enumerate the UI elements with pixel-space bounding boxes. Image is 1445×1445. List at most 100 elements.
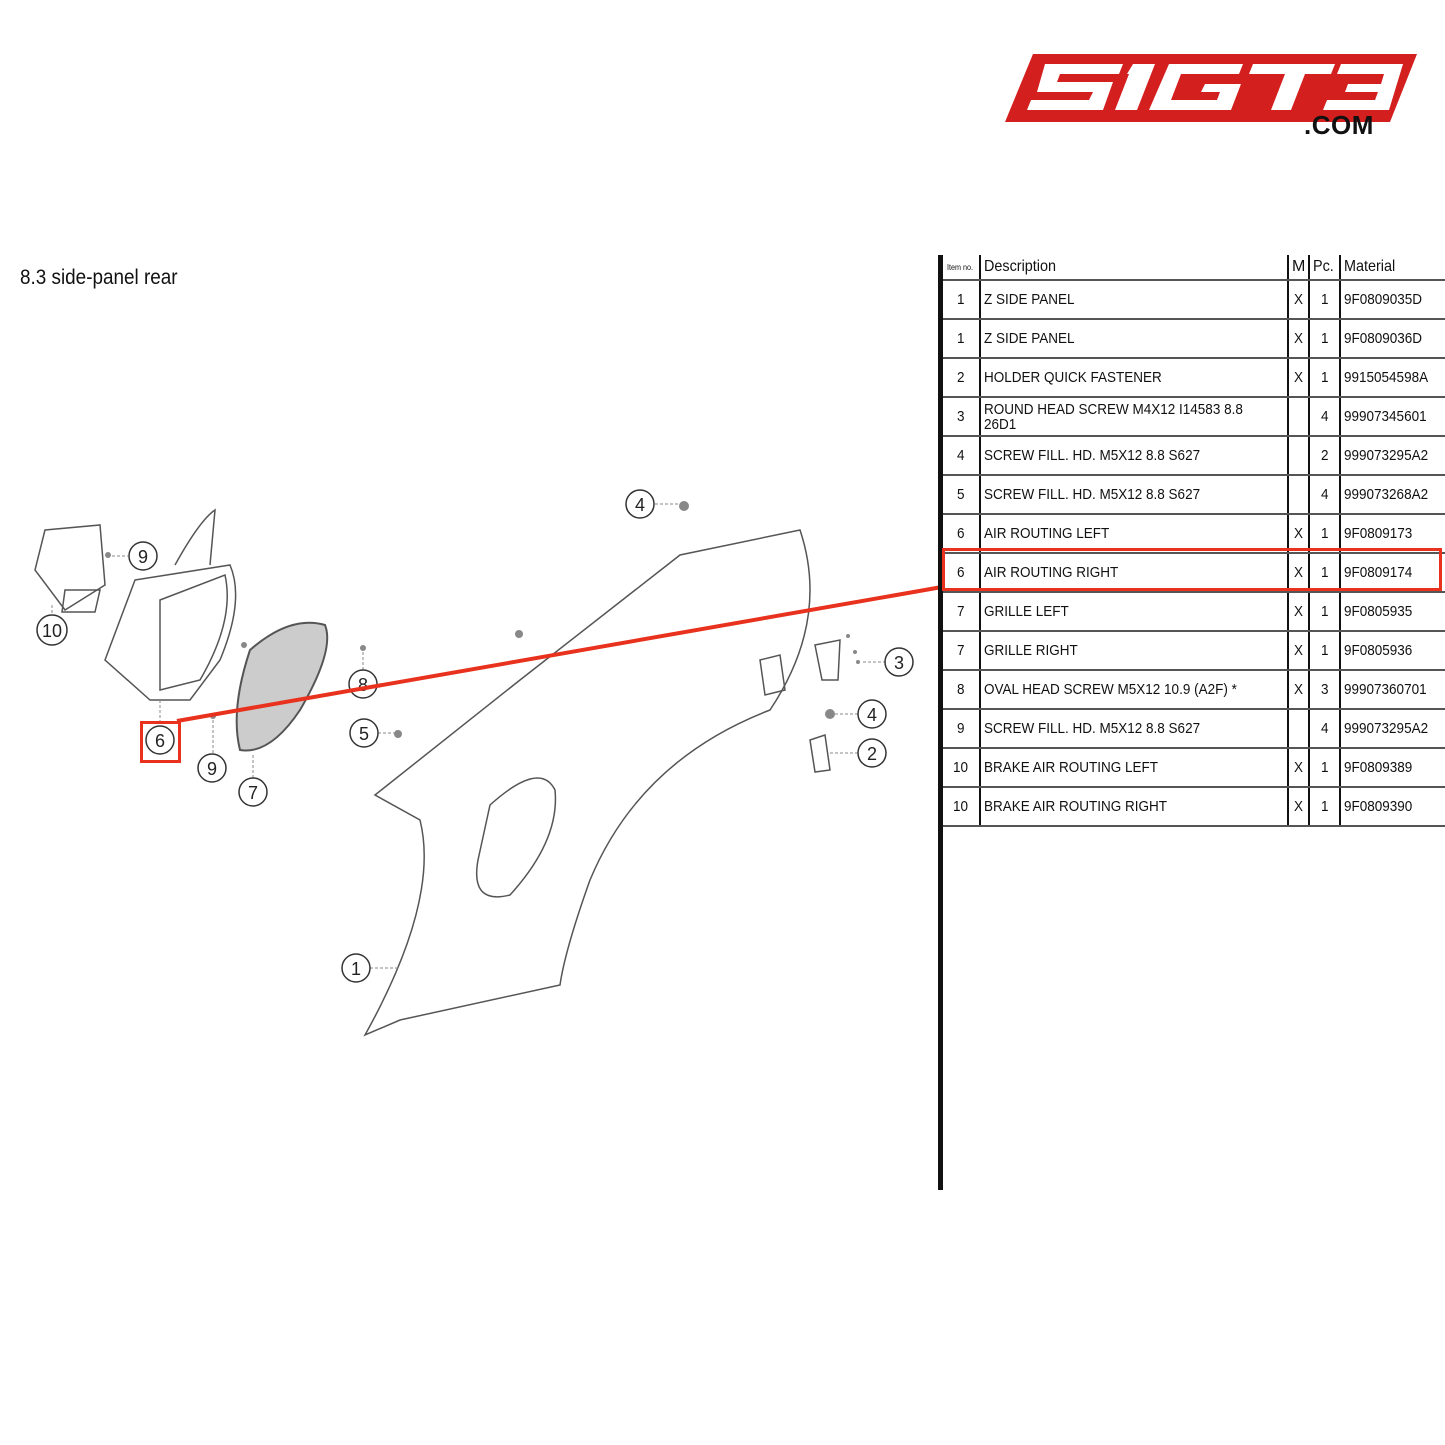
svg-text:3: 3	[894, 653, 904, 673]
svg-text:4: 4	[635, 495, 645, 515]
air-routing-duct	[104, 564, 237, 701]
cell-item: 4	[943, 436, 981, 476]
cell-m: X	[1288, 670, 1311, 710]
cell-description: OVAL HEAD SCREW M5X12 10.9 (A2F) *	[980, 670, 1289, 710]
cell-material: 999073268A2	[1340, 475, 1445, 515]
side-panel-outline	[363, 529, 811, 1037]
header-description: Description	[980, 255, 1289, 281]
cell-material: 9F0805936	[1340, 631, 1445, 671]
cell-description: GRILLE LEFT	[980, 592, 1289, 632]
svg-text:8: 8	[358, 675, 368, 695]
header-pc: Pc.	[1309, 255, 1342, 281]
cell-m: X	[1288, 631, 1311, 671]
cell-description: Z SIDE PANEL	[980, 280, 1289, 320]
cell-material: 9F0809036D	[1340, 319, 1445, 359]
cell-item: 10	[943, 787, 981, 827]
cell-item: 1	[943, 319, 981, 359]
svg-text:9: 9	[138, 547, 148, 567]
callout-4-right: 4	[857, 699, 887, 729]
svg-text:4: 4	[867, 705, 877, 725]
cell-description: AIR ROUTING LEFT	[980, 514, 1289, 554]
cell-m: X	[1288, 592, 1311, 632]
cell-pc: 1	[1309, 787, 1342, 827]
cell-material: 99907345601	[1340, 397, 1445, 437]
cell-item: 6	[943, 514, 981, 554]
cell-material: 9915054598A	[1340, 358, 1445, 398]
callout-7: 7	[238, 777, 268, 807]
cell-item: 6	[943, 553, 981, 593]
cell-item: 10	[943, 748, 981, 788]
cell-material: 999073295A2	[1340, 436, 1445, 476]
callout-5: 5	[349, 718, 379, 748]
side-panel-intake	[476, 777, 557, 898]
cell-m	[1288, 436, 1311, 476]
cell-description: HOLDER QUICK FASTENER	[980, 358, 1289, 398]
cell-material: 9F0809389	[1340, 748, 1445, 788]
cell-pc: 1	[1309, 514, 1342, 554]
cell-description: BRAKE AIR ROUTING LEFT	[980, 748, 1289, 788]
cell-m: X	[1288, 787, 1311, 827]
logo-com-text: .COM	[1304, 110, 1374, 140]
cell-pc: 1	[1309, 319, 1342, 359]
cell-material: 99907360701	[1340, 670, 1445, 710]
cell-pc: 1	[1309, 748, 1342, 788]
cell-material: 9F0809174	[1340, 553, 1445, 593]
cell-item: 5	[943, 475, 981, 515]
cell-description: Z SIDE PANEL	[980, 319, 1289, 359]
air-routing-fin	[174, 508, 216, 566]
callout-3: 3	[884, 647, 914, 677]
header-item-no: Item no.	[943, 255, 981, 281]
cell-description: BRAKE AIR ROUTING RIGHT	[980, 787, 1289, 827]
cell-description: SCREW FILL. HD. M5X12 8.8 S627	[980, 709, 1289, 749]
callout-4-top: 4	[625, 489, 655, 519]
air-routing-inner	[159, 573, 228, 691]
cell-m: X	[1288, 280, 1311, 320]
cell-m: X	[1288, 553, 1311, 593]
brake-air-hose-mouth	[61, 589, 101, 613]
screw-bracket	[814, 639, 841, 681]
section-title: 8.3 side-panel rear	[20, 266, 178, 289]
cell-m: X	[1288, 319, 1311, 359]
cell-m	[1288, 709, 1311, 749]
cell-material: 9F0809390	[1340, 787, 1445, 827]
cell-item: 7	[943, 592, 981, 632]
cell-pc: 1	[1309, 280, 1342, 320]
cell-material: 9F0809173	[1340, 514, 1445, 554]
brake-air-hose	[34, 524, 106, 612]
svg-text:1: 1	[351, 959, 361, 979]
svg-text:2: 2	[867, 744, 877, 764]
grille	[235, 621, 329, 752]
callout-9-top: 9	[128, 541, 158, 571]
svg-text:5: 5	[359, 724, 369, 744]
callout-8: 8	[348, 669, 378, 699]
callout-2: 2	[857, 738, 887, 768]
cell-material: 999073295A2	[1340, 709, 1445, 749]
quick-fastener-holder	[809, 734, 831, 773]
header-m: M	[1288, 255, 1311, 281]
cell-pc: 4	[1309, 475, 1342, 515]
cell-pc: 4	[1309, 709, 1342, 749]
cell-item: 7	[943, 631, 981, 671]
highlighted-row-box	[942, 548, 1442, 591]
holder-bracket	[759, 654, 786, 696]
cell-description: SCREW FILL. HD. M5X12 8.8 S627	[980, 475, 1289, 515]
callout-1: 1	[341, 953, 371, 983]
cell-pc: 1	[1309, 631, 1342, 671]
cell-description: SCREW FILL. HD. M5X12 8.8 S627	[980, 436, 1289, 476]
cell-item: 2	[943, 358, 981, 398]
callout-6: 6	[145, 725, 175, 755]
table-header-row: Item no. Description M Pc. Material	[943, 255, 1445, 281]
